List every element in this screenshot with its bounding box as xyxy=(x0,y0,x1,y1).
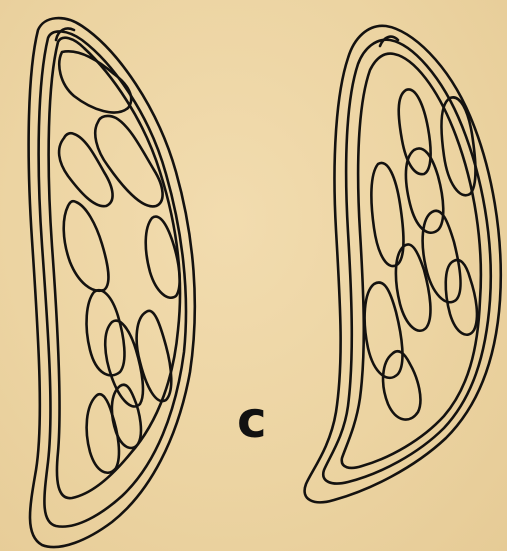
inclusion xyxy=(112,385,141,448)
inclusion xyxy=(365,282,403,377)
right-cell-outer-wall xyxy=(305,26,501,502)
panel-label: c xyxy=(237,395,267,445)
inclusion xyxy=(446,260,477,335)
left-cell-inclusions xyxy=(59,51,180,472)
inclusion xyxy=(59,133,113,206)
inclusion xyxy=(371,163,403,266)
inclusion xyxy=(87,394,119,473)
right-cell xyxy=(305,26,501,502)
inclusion xyxy=(399,89,431,174)
right-cell-inclusions xyxy=(365,89,477,419)
left-cell xyxy=(29,18,195,547)
inclusion xyxy=(64,201,109,291)
inclusion xyxy=(95,116,162,207)
